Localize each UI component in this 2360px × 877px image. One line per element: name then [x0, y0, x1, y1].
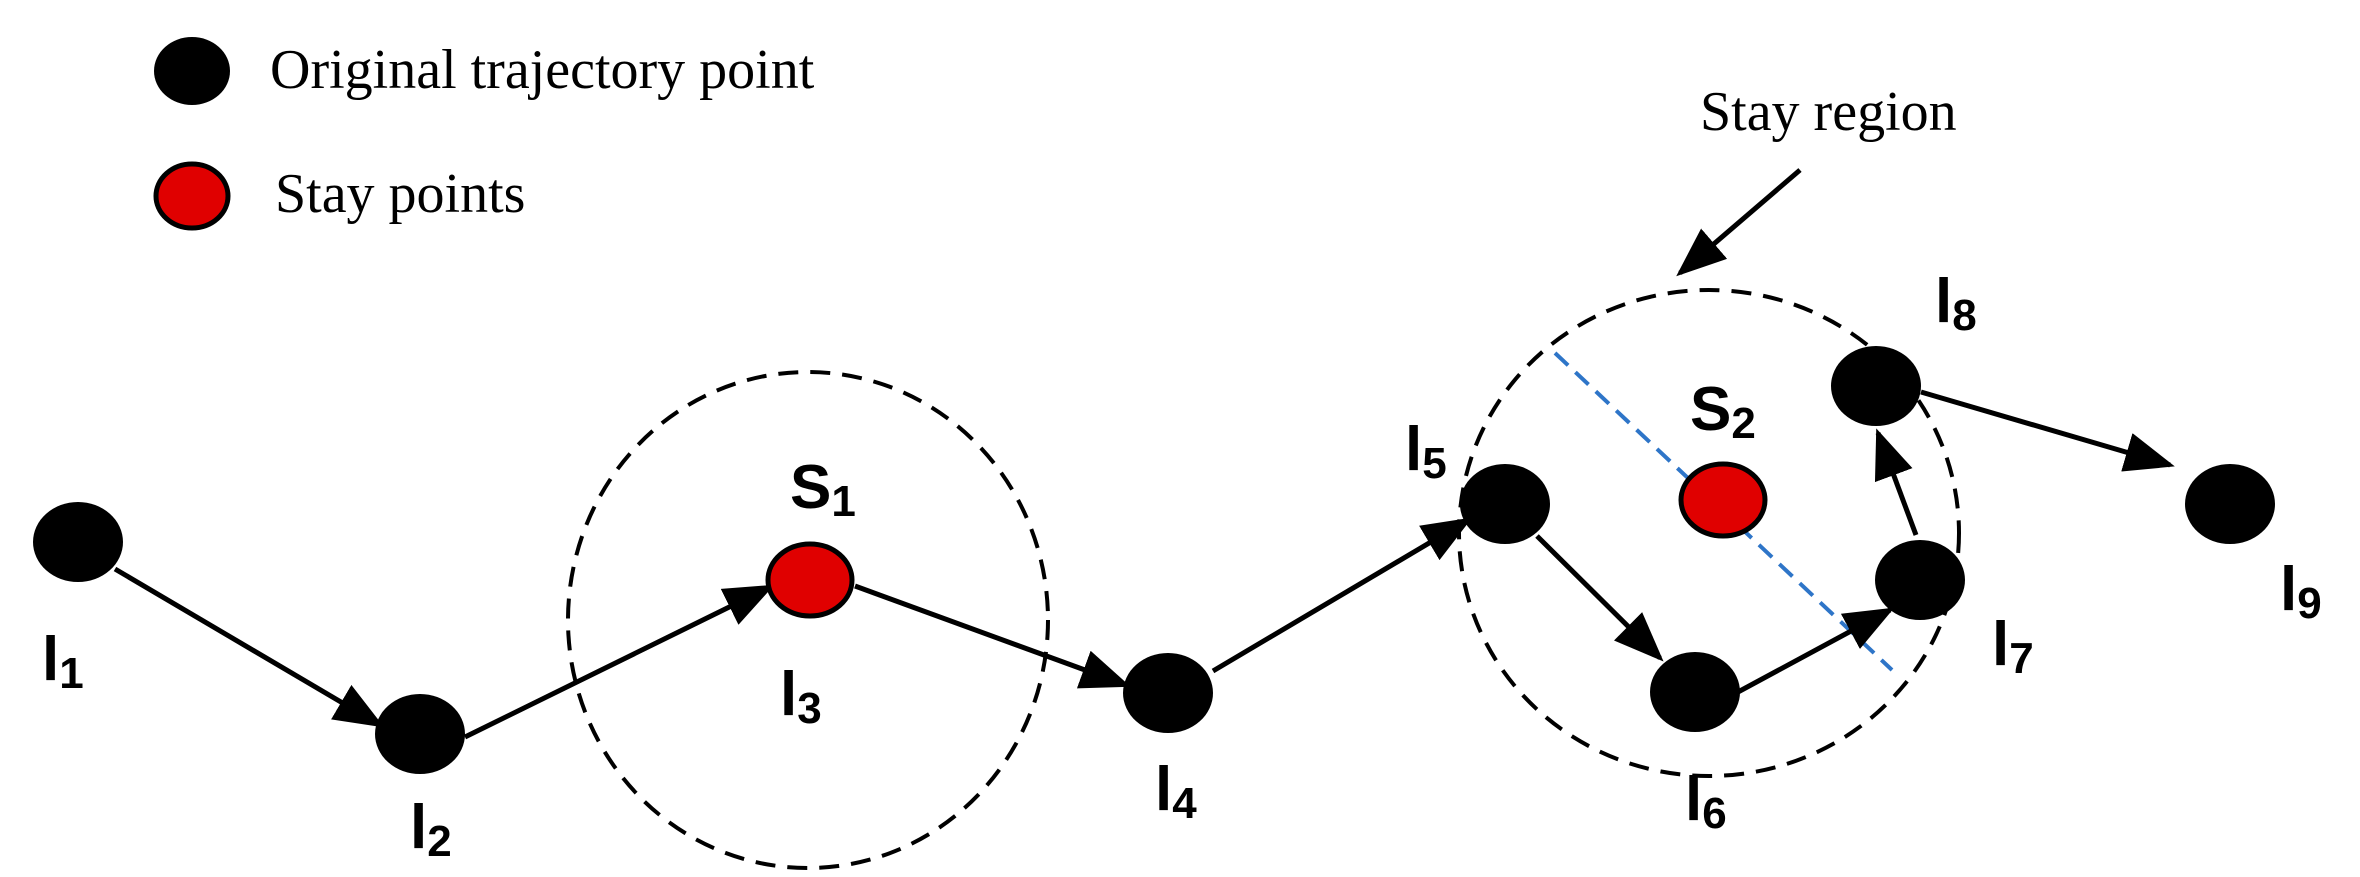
trajectory-point-l4 [1123, 653, 1213, 733]
stay-point-l3 [765, 541, 855, 619]
label-l6: l6 [1685, 765, 1727, 838]
arrow-l4-l5 [1211, 517, 1473, 674]
label-s1: S1 [790, 453, 856, 526]
label-l7: l7 [1992, 610, 2034, 683]
label-l4: l4 [1155, 755, 1197, 828]
arrow-l6-l7 [1736, 607, 1895, 695]
arrow-l8-l9 [1920, 389, 2175, 472]
arrow-l7-l8 [1874, 428, 1919, 536]
label-l1: l1 [42, 625, 84, 698]
trajectory-point-l1 [33, 502, 123, 582]
trajectory-point-l6 [1650, 652, 1740, 732]
legend-stay-point-marker [153, 161, 231, 231]
trajectory-point-l7 [1875, 540, 1965, 620]
arrow-l3-l4 [854, 583, 1131, 689]
stay-region-label: Stay region [1700, 81, 1957, 143]
label-s2: S2 [1690, 375, 1756, 448]
trajectory-arrows [113, 389, 2175, 740]
trajectory-point-l8 [1831, 346, 1921, 426]
stay-point-s2 [1678, 461, 1768, 539]
point-labels: l1 l2 l3 l4 l5 l6 l7 l8 l9 S1 S2 [42, 267, 2322, 866]
legend-stay-point-label: Stay points [275, 163, 525, 225]
stay-region-pointer-arrow [1676, 168, 1802, 277]
trajectory-points [33, 346, 2275, 774]
arrow-l5-l6 [1535, 534, 1664, 662]
label-l9: l9 [2280, 555, 2322, 628]
label-l5: l5 [1405, 415, 1447, 488]
arrow-l1-l2 [113, 566, 385, 728]
stay-region-annotation: Stay region [1676, 81, 1957, 277]
legend: Original trajectory point Stay points [153, 37, 815, 231]
trajectory-point-l2 [375, 694, 465, 774]
label-l8: l8 [1935, 267, 1977, 340]
trajectory-point-l9 [2185, 464, 2275, 544]
label-l2: l2 [410, 793, 452, 866]
trajectory-point-l5 [1460, 464, 1550, 544]
legend-trajectory-point-label: Original trajectory point [270, 39, 815, 101]
label-l3: l3 [780, 660, 822, 733]
arrow-l2-l3 [463, 584, 775, 740]
legend-trajectory-point-marker [154, 37, 230, 105]
stay-region-circle-1 [566, 370, 1050, 870]
